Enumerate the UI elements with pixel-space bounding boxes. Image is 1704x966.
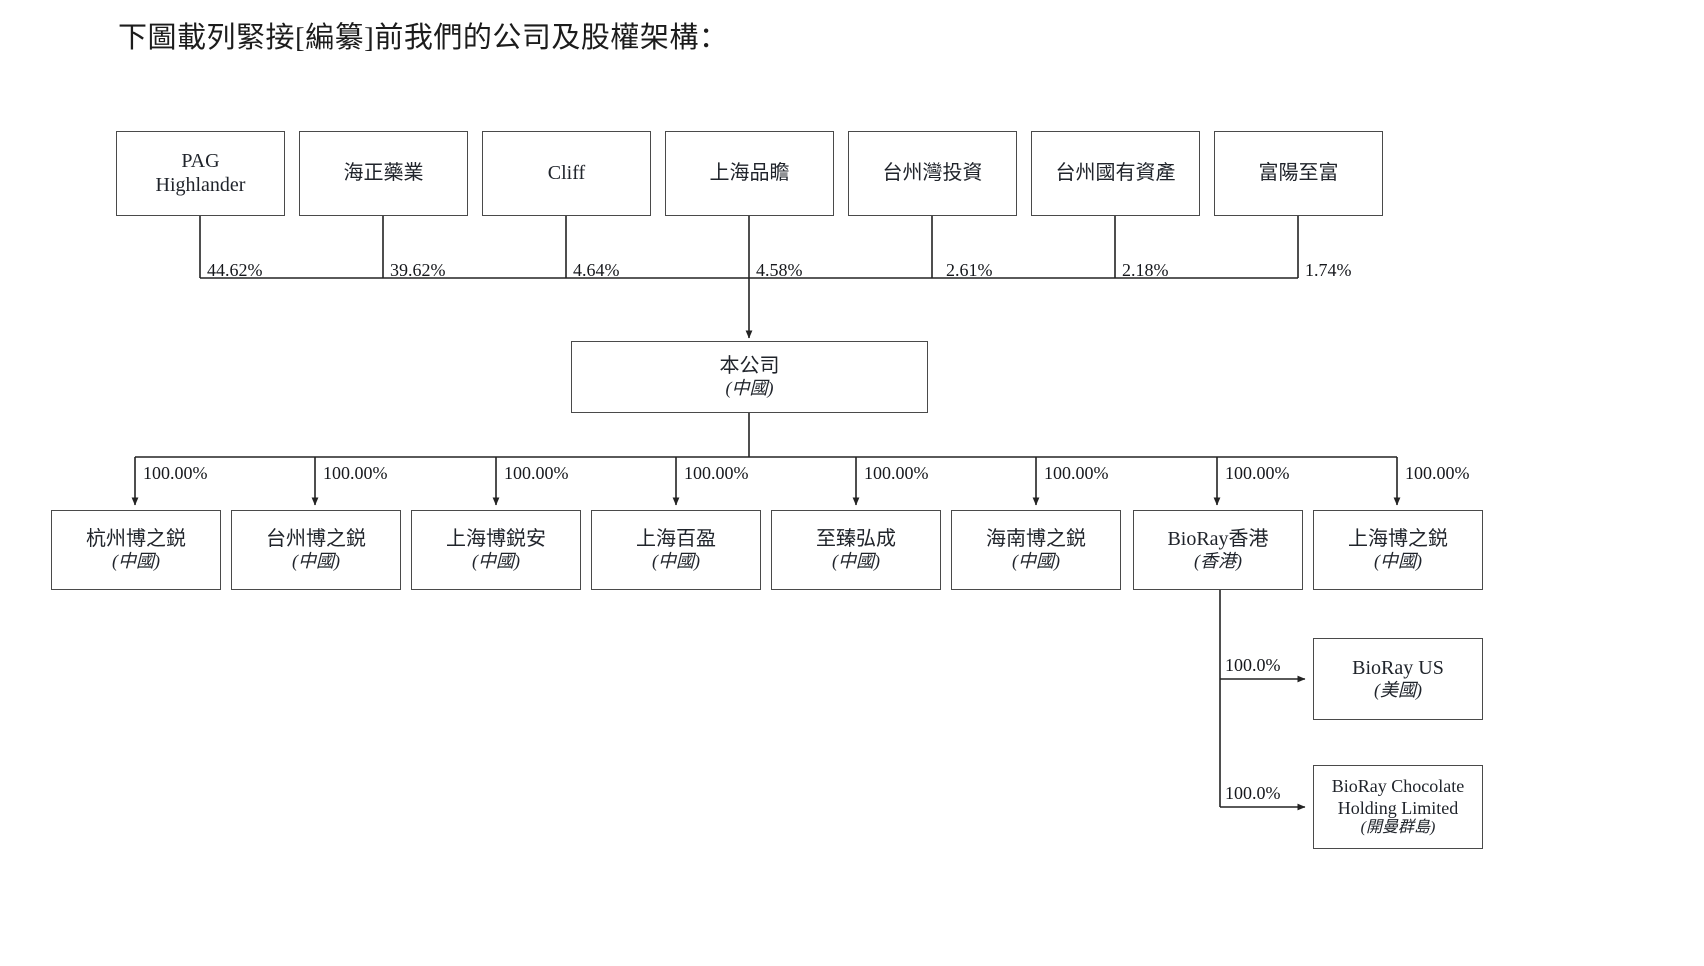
- subsidiary-name: 至臻弘成: [816, 527, 896, 550]
- subsidiary-pct-2: 100.00%: [504, 463, 569, 483]
- subsidiary-pct-5: 100.00%: [1044, 463, 1109, 483]
- sub-subsidiary-pct-1: 100.0%: [1225, 783, 1281, 803]
- subsidiary-pct-7: 100.00%: [1405, 463, 1470, 483]
- subsidiary-box-0[interactable]: 杭州博之鋭 (中國): [51, 510, 221, 590]
- shareholder-box-0[interactable]: PAG Highlander: [116, 131, 285, 216]
- subsidiary-name: 杭州博之鋭: [86, 527, 186, 550]
- shareholder-box-1[interactable]: 海正藥業: [299, 131, 468, 216]
- subsidiary-location: (中國): [292, 551, 340, 572]
- shareholder-box-6[interactable]: 富陽至富: [1214, 131, 1383, 216]
- subsidiary-location: (香港): [1194, 551, 1242, 572]
- sub-subsidiary-pct-0: 100.0%: [1225, 655, 1281, 675]
- subsidiary-name: 海南博之鋭: [986, 527, 1086, 550]
- shareholder-box-5[interactable]: 台州國有資產: [1031, 131, 1200, 216]
- subsidiary-name: 上海博鋭安: [446, 527, 546, 550]
- subsidiary-pct-0: 100.00%: [143, 463, 208, 483]
- shareholder-pct-4: 2.61%: [946, 260, 993, 280]
- subsidiary-box-4[interactable]: 至臻弘成 (中國): [771, 510, 941, 590]
- sub-subsidiary-location: (開曼群島): [1360, 818, 1436, 836]
- shareholder-name: 富陽至富: [1258, 161, 1339, 184]
- company-name: 本公司: [719, 354, 780, 377]
- shareholder-pct-5: 2.18%: [1122, 260, 1169, 280]
- shareholder-box-2[interactable]: Cliff: [482, 131, 651, 216]
- subsidiary-box-7[interactable]: 上海博之鋭 (中國): [1313, 510, 1483, 590]
- subsidiary-pct-6: 100.00%: [1225, 463, 1290, 483]
- subsidiary-pct-1: 100.00%: [323, 463, 388, 483]
- subsidiary-location: (中國): [472, 551, 520, 572]
- subsidiary-location: (中國): [1374, 551, 1422, 572]
- subsidiary-name: BioRay香港: [1167, 527, 1269, 550]
- company-box[interactable]: 本公司 (中國): [571, 341, 928, 413]
- subsidiary-box-3[interactable]: 上海百盈 (中國): [591, 510, 761, 590]
- subsidiary-location: (中國): [652, 551, 700, 572]
- shareholder-name: 海正藥業: [343, 161, 424, 184]
- shareholder-pct-3: 4.58%: [756, 260, 803, 280]
- subsidiary-pct-4: 100.00%: [864, 463, 929, 483]
- sub-subsidiary-name: BioRay US: [1352, 656, 1444, 679]
- shareholder-name: Cliff: [547, 161, 586, 184]
- subsidiary-name: 台州博之鋭: [266, 527, 366, 550]
- shareholder-pct-2: 4.64%: [573, 260, 620, 280]
- subsidiary-box-1[interactable]: 台州博之鋭 (中國): [231, 510, 401, 590]
- shareholder-box-3[interactable]: 上海品瞻: [665, 131, 834, 216]
- shareholder-name: 上海品瞻: [709, 161, 790, 184]
- shareholder-name: 台州灣投資: [882, 161, 983, 184]
- subsidiary-location: (中國): [1012, 551, 1060, 572]
- sub-subsidiary-box-0[interactable]: BioRay US (美國): [1313, 638, 1483, 720]
- subsidiary-pct-3: 100.00%: [684, 463, 749, 483]
- sub-subsidiary-location: (美國): [1374, 680, 1422, 701]
- sub-subsidiary-box-1[interactable]: BioRay Chocolate Holding Limited (開曼群島): [1313, 765, 1483, 849]
- subsidiary-location: (中國): [832, 551, 880, 572]
- company-location: (中國): [725, 378, 774, 399]
- subsidiary-box-6[interactable]: BioRay香港 (香港): [1133, 510, 1303, 590]
- shareholder-box-4[interactable]: 台州灣投資: [848, 131, 1017, 216]
- subsidiary-box-2[interactable]: 上海博鋭安 (中國): [411, 510, 581, 590]
- shareholder-pct-6: 1.74%: [1305, 260, 1352, 280]
- subsidiary-name: 上海博之鋭: [1348, 527, 1448, 550]
- shareholder-name: 台州國有資產: [1055, 161, 1176, 184]
- shareholder-pct-1: 39.62%: [390, 260, 446, 280]
- subsidiary-location: (中國): [112, 551, 160, 572]
- subsidiary-name: 上海百盈: [636, 527, 716, 550]
- sub-subsidiary-name: BioRay Chocolate Holding Limited: [1331, 776, 1465, 818]
- subsidiary-box-5[interactable]: 海南博之鋭 (中國): [951, 510, 1121, 590]
- shareholder-pct-0: 44.62%: [207, 260, 263, 280]
- page-title: 下圖載列緊接[編纂]前我們的公司及股權架構：: [118, 22, 729, 54]
- shareholder-name: PAG Highlander: [155, 149, 246, 196]
